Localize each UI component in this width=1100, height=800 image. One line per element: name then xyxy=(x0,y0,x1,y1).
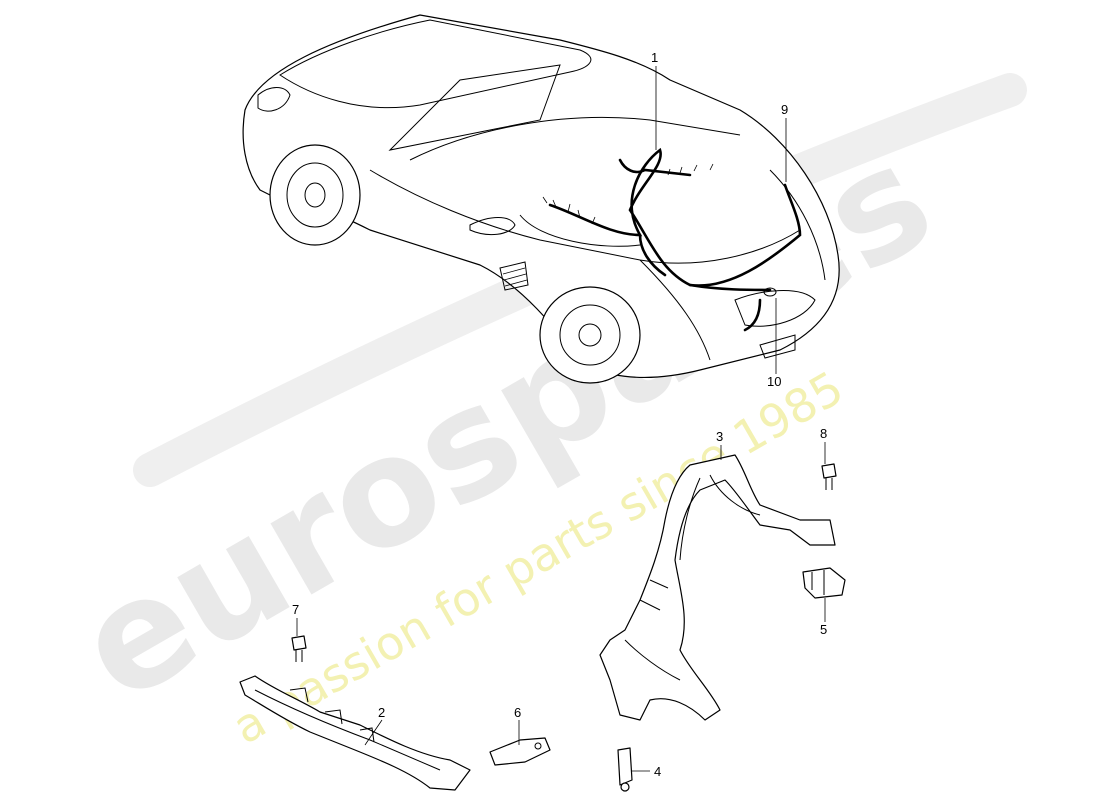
callout-3: 3 xyxy=(716,429,723,444)
callout-labels: 1 2 3 4 5 6 7 8 9 10 xyxy=(292,50,827,779)
leader-lines xyxy=(296,66,826,772)
callout-9: 9 xyxy=(781,102,788,117)
callout-8: 8 xyxy=(820,426,827,441)
part-6-clip xyxy=(489,737,551,766)
side-vent xyxy=(499,261,529,291)
callout-4: 4 xyxy=(654,764,661,779)
front-wheel xyxy=(269,144,361,246)
car-body xyxy=(242,14,840,384)
rear-wheel xyxy=(539,286,641,384)
part-3-harness-bracket xyxy=(599,454,836,721)
callout-5: 5 xyxy=(820,622,827,637)
part-7-bolt xyxy=(291,635,307,662)
callout-10: 10 xyxy=(767,374,781,389)
callout-7: 7 xyxy=(292,602,299,617)
part-2-bracket xyxy=(239,675,471,791)
callout-1: 1 xyxy=(651,50,658,65)
part-5-clip xyxy=(802,567,846,599)
part-8-bolt xyxy=(821,463,837,490)
part-4-clip xyxy=(617,747,633,792)
callout-6: 6 xyxy=(514,705,521,720)
callout-2: 2 xyxy=(378,705,385,720)
wiring-harness xyxy=(542,147,802,332)
